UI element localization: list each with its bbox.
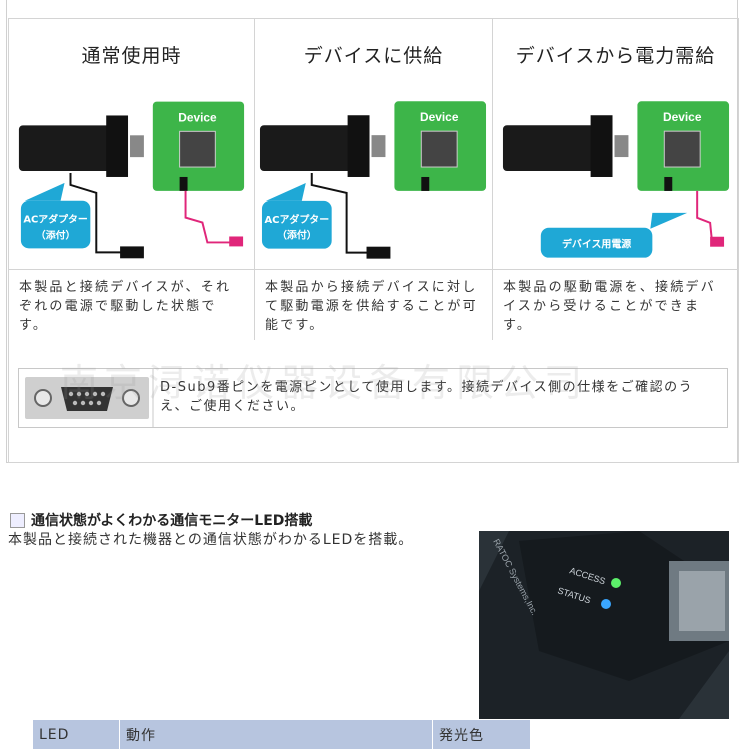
adapter-body	[18, 125, 114, 172]
mode-column-receive: デバイスから電力需給 Device デバイス用電源 本製品の駆動電源を、接続デバ…	[493, 18, 739, 340]
ac-cable	[69, 173, 127, 254]
table-header: 動作	[119, 719, 433, 750]
section-heading: 通信状態がよくわかる通信モニターLED搭載	[10, 510, 312, 530]
image-placeholder-icon	[10, 512, 25, 528]
svg-text:デバイス用電源: デバイス用電源	[562, 238, 631, 251]
note-section	[8, 340, 739, 463]
section-title: 通信状態がよくわかる通信モニターLED搭載	[31, 513, 313, 529]
column-description: 本製品から接続デバイスに対して駆動電源を供給することが可能です。	[255, 269, 492, 341]
section-body: 本製品と接続された機器との通信状態がわかるLEDを搭載。	[8, 532, 414, 548]
access-led	[611, 578, 621, 588]
watermark: 南京浔诺仪器设备有限公司	[60, 361, 589, 405]
table-header: LED	[32, 719, 120, 750]
column-description: 本製品の駆動電源を、接続デバイスから受けることができます。	[493, 269, 738, 341]
device-label: Device	[663, 110, 702, 124]
table-header-row: LED 動作 発光色	[32, 719, 531, 750]
mode-column-normal: 通常使用時 Device ACアダプター （添付） 本製品と接続デバイスが、それ…	[8, 18, 255, 340]
device-label: Device	[420, 110, 459, 124]
device-power-badge	[540, 227, 653, 258]
connection-diagram: Device ACアダプター （添付）	[259, 101, 487, 259]
column-description: 本製品と接続デバイスが、それぞれの電源で駆動した状態です。	[9, 269, 254, 341]
svg-text:ACアダプター: ACアダプター	[264, 213, 329, 226]
led-table: LED 動作 発光色	[32, 719, 531, 750]
connector-pins	[130, 135, 144, 158]
svg-text:（添付）: （添付）	[36, 228, 76, 241]
table-header: 発光色	[432, 719, 531, 750]
ac-adapter-badge	[261, 200, 332, 249]
power-cable-pink	[184, 190, 233, 244]
led-product-photo: ACCESS STATUS RATOC Systems,Inc.	[479, 531, 729, 719]
svg-text:（添付）: （添付）	[277, 229, 317, 242]
db9-connector	[106, 115, 129, 177]
note-text: D-Sub9番ピンを電源ピンとして使用します。接続デバイス側の仕様をご確認のうえ…	[160, 380, 694, 414]
status-led	[601, 599, 611, 609]
db9-port-icon	[25, 369, 154, 427]
mode-column-supply: デバイスに供給 Device ACアダプター （添付） 本製品から接続デバイスに…	[255, 18, 493, 340]
column-title: デバイスに供給	[303, 45, 444, 67]
svg-text:ACアダプター: ACアダプター	[23, 213, 88, 226]
column-title: 通常使用時	[81, 45, 182, 67]
device-label: Device	[178, 110, 217, 124]
device-chip	[179, 130, 216, 168]
connection-diagram: Device ACアダプター （添付）	[18, 101, 245, 259]
connection-diagram: Device デバイス用電源	[502, 101, 730, 258]
ac-adapter-badge	[20, 200, 91, 249]
column-title: デバイスから電力需給	[515, 45, 716, 67]
note-panel	[18, 368, 728, 428]
